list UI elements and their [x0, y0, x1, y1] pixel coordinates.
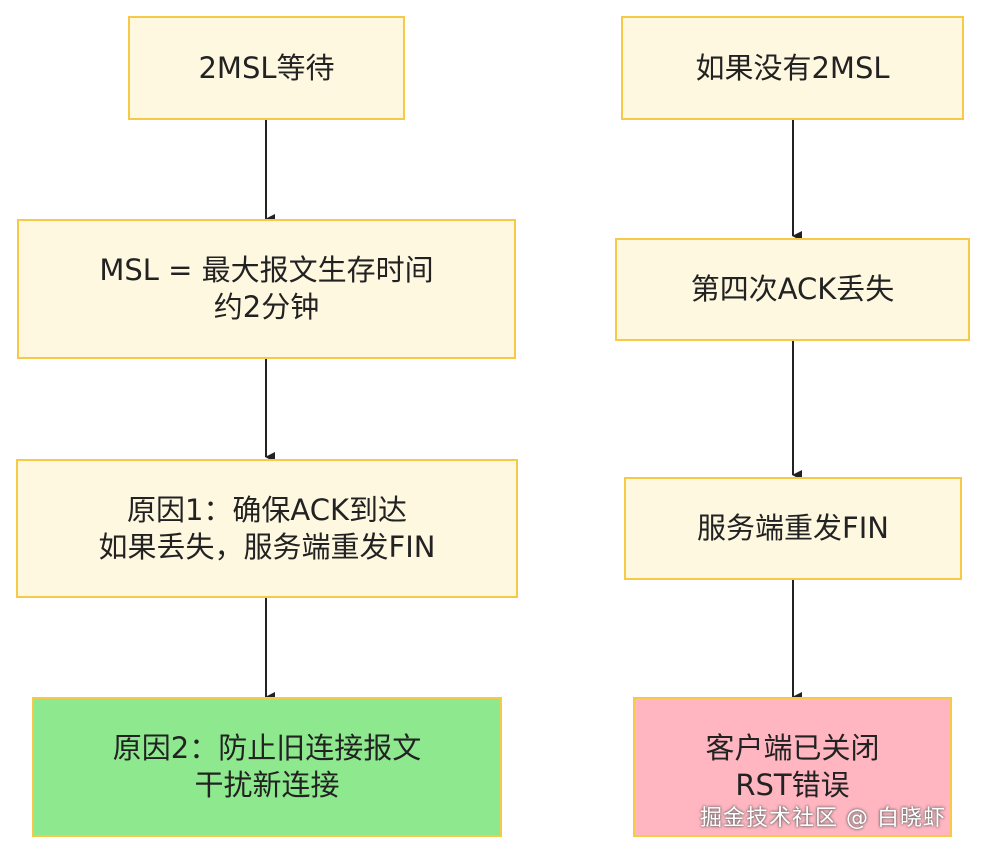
box-text: 2MSL等待: [198, 50, 335, 85]
box-reason-1: 原因1：确保ACK到达 如果丢失，服务端重发FIN: [16, 459, 518, 598]
box-text-line1: 原因1：确保ACK到达: [126, 492, 408, 527]
box-text-line1: MSL = 最大报文生存时间: [99, 253, 434, 287]
box-text: 第四次ACK丢失: [690, 272, 895, 306]
box-reason-2: 原因2：防止旧连接报文 干扰新连接: [32, 697, 502, 837]
box-text-line2: 约2分钟: [213, 290, 320, 324]
box-2msl-wait: 2MSL等待: [128, 16, 405, 120]
box-text-line2: 如果丢失，服务端重发FIN: [98, 529, 436, 564]
watermark: 掘金技术社区 @ 白晓虾: [700, 806, 946, 831]
box-text-line1: 原因2：防止旧连接报文: [112, 731, 422, 765]
box-server-resend-fin: 服务端重发FIN: [624, 477, 962, 580]
box-text: 服务端重发FIN: [697, 511, 889, 545]
box-text-line2: 干扰新连接: [194, 768, 340, 802]
box-text: 如果没有2MSL: [695, 50, 890, 85]
box-text-line2: RST错误: [735, 768, 850, 802]
box-without-2msl: 如果没有2MSL: [621, 16, 964, 120]
box-text-line1: 客户端已关闭: [705, 731, 880, 765]
box-msl-definition: MSL = 最大报文生存时间 约2分钟: [17, 219, 516, 359]
box-client-closed-rst: 客户端已关闭 RST错误: [633, 697, 952, 837]
box-fourth-ack-lost: 第四次ACK丢失: [615, 238, 970, 341]
